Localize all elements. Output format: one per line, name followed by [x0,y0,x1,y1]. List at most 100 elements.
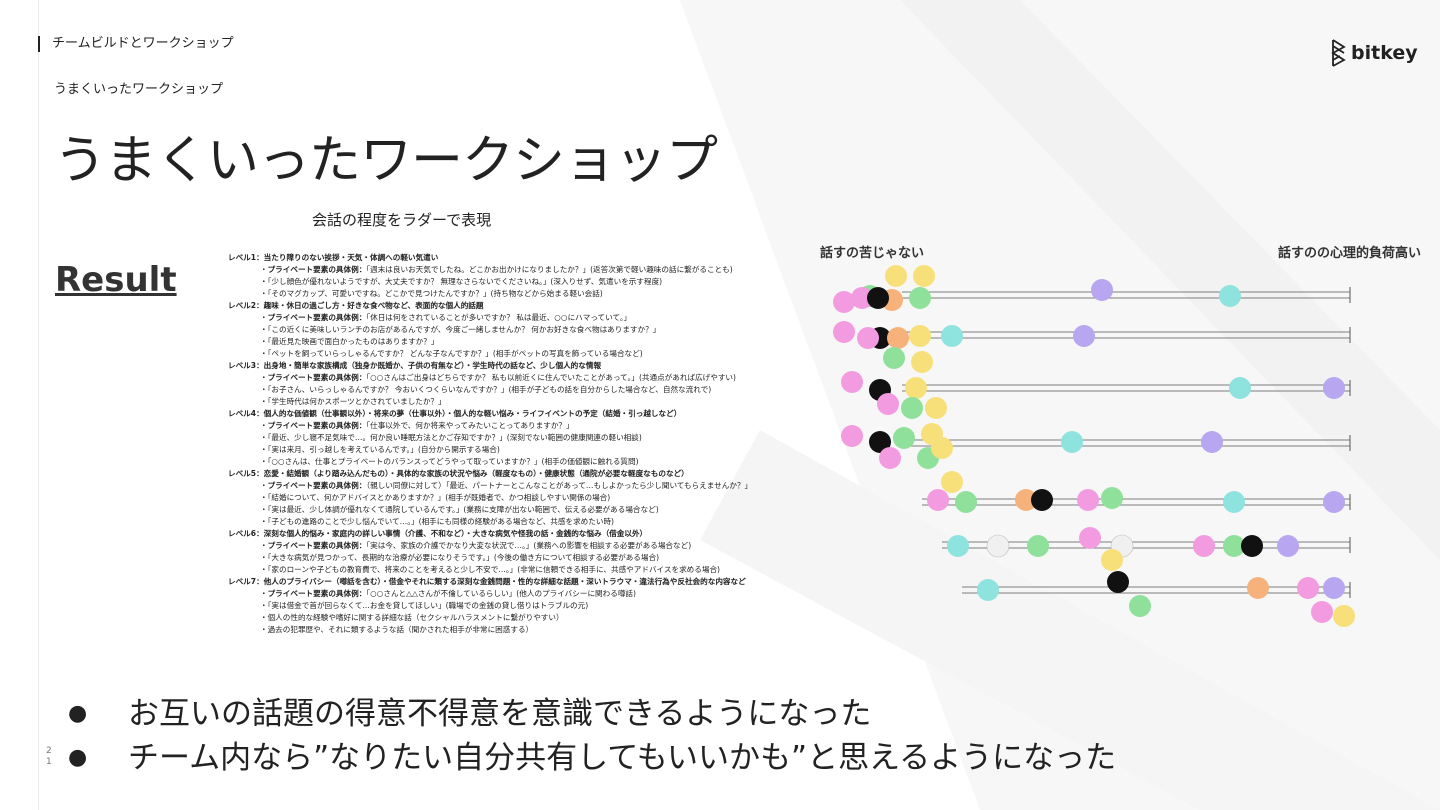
sticky-note-dot [877,393,899,415]
conversation-levels-list: レベル1：当たり障りのない挨拶・天気・体調への軽い気遣いプライベート要素の具体例… [228,252,818,636]
sticky-note-dot [911,351,933,373]
sticky-note-dot [1277,535,1299,557]
level-item: 「この近くに美味しいランチのお店があるんですが、今度ご一緒しませんか？ 何かお好… [228,324,818,336]
ladder-left-heading: 話すの苦じゃない [820,246,925,261]
level-item: 「○○さんは、仕事とプライベートのバランスってどうやって取っていますか？」(相手… [228,456,818,468]
level-item: 「お子さん、いらっしゃるんですか？ 今おいくつくらいなんですか？」(相手が子ども… [228,384,818,396]
level-item: 「実は最近、少し体調が優れなくて通院しているんです。」(業務に支障が出ない範囲で… [228,504,818,516]
figure-caption: 会話の程度をラダーで表現 [312,211,492,229]
bullet-dot-icon: ● [68,745,88,770]
sticky-note-dot [851,287,873,309]
level-title: レベル2：趣味・休日の過ごし方・好きな食べ物など、表面的な個人的話題 [228,301,484,310]
sticky-note-dot [1223,491,1245,513]
page-number-digit: 2 [46,746,52,756]
sticky-note-dot [925,397,947,419]
bullet-dot-icon: ● [68,701,88,726]
level-example: プライベート要素の具体例：「休日は何をされていることが多いですか？ 私は最近、○… [228,312,818,324]
level-example: プライベート要素の具体例：「実は今、家族の介護でかなり大変な状況で…。」(業務へ… [228,540,818,552]
sticky-note-dot [833,291,855,313]
page-title: うまくいったワークショップ [54,131,718,191]
level-example: プライベート要素の具体例：「仕事以外で、何か将来やってみたいことってありますか？… [228,420,818,432]
sticky-note-dot [1323,491,1345,513]
sticky-note-dot [1323,377,1345,399]
sticky-note-dot [1091,279,1113,301]
sticky-note-dot [955,491,977,513]
level-title: レベル5：恋愛・結婚観（より踏み込んだもの）・具体的な家族の状況や悩み（軽度なも… [228,469,689,478]
sticky-note-dot [1297,577,1319,599]
level-title: レベル7：他人のプライバシー（噂話を含む）・借金やそれに類する深刻な金銭問題・性… [228,577,746,586]
bullet-item: ● チーム内なら”なりたい自分共有してもいいかも”と思えるようになった [68,736,1116,780]
level-title: レベル3：出身地・簡単な家族構成（独身か既婚か、子供の有無など）・学生時代の話な… [228,361,602,370]
sticky-note-dot [887,327,909,349]
sticky-note-dot [909,325,931,347]
sticky-note-dot [941,325,963,347]
sticky-note-dot [931,437,953,459]
sticky-note-dot [1333,605,1355,627]
sticky-note-dot [1193,535,1215,557]
breadcrumb: チームビルドとワークショップ [38,36,234,52]
level-example: プライベート要素の具体例：（親しい同僚に対して）「最近、パートナーとこんなことが… [228,480,818,492]
level-item: 「子どもの進路のことで少し悩んでいて…。」(相手にも同様の経験がある場合など、共… [228,516,818,528]
sticky-note-dot [857,327,879,349]
level-item: 「最近見た映画で面白かったものはありますか？」 [228,336,818,348]
sticky-note-dot [1079,527,1101,549]
sticky-note-dot [1241,535,1263,557]
sticky-note-dot [1229,377,1251,399]
page-number-digit: 1 [46,757,52,767]
level-item: 「結婚について、何かアドバイスとかありますか？」(相手が既婚者で、かつ相談しやす… [228,492,818,504]
result-label: Result [55,260,177,300]
level-item: 過去の犯罪歴や、それに類するような話（聞かされた相手が非常に困惑する） [228,624,818,636]
sticky-note-dot [1061,431,1083,453]
level-title: レベル4：個人的な価値観（仕事観以外）・将来の夢（仕事以外）・個人的な軽い悩み・… [228,409,682,418]
sticky-note-dot [1073,325,1095,347]
level-example: プライベート要素の具体例：「週末は良いお天気でしたね。どこかお出かけになりました… [228,264,818,276]
sticky-note-dot [1101,549,1123,571]
level-item: 「そのマグカップ、可愛いですね。どこかで見つけたんですか？」(持ち物などから始ま… [228,288,818,300]
level-item: 「少し顔色が優れないようですが、大丈夫ですか？ 無理なさらないでくださいね。」(… [228,276,818,288]
sticky-note-dot [869,431,891,453]
page-number: 2 1 [46,746,52,768]
sticky-note-dot [913,265,935,287]
level-example: プライベート要素の具体例：「○○さんと△△さんが不倫しているらしい」(他人のプラ… [228,588,818,600]
sticky-note-dot [1129,595,1151,617]
logo-text: bitkey [1351,42,1418,64]
conversation-ladder: 話すの苦じゃない 話すのの心理的負荷高い [812,238,1440,648]
sticky-note-dot [1101,487,1123,509]
sticky-note-dot [867,287,889,309]
sticky-note-dot [1311,601,1333,623]
sticky-note-dot [1247,577,1269,599]
sticky-note-dot [977,579,999,601]
sticky-note-dot [1219,285,1241,307]
sticky-note-dot [941,471,963,493]
level-title: レベル1：当たり障りのない挨拶・天気・体調への軽い気遣い [228,253,439,262]
sticky-note-dot [841,425,863,447]
sticky-note-dot [879,447,901,469]
sticky-note-dot [893,427,915,449]
ladder-chart [833,265,1355,627]
level-item: 「実は借金で首が回らなくて…お金を貸してほしい」(職場での金銭の貸し借りはトラブ… [228,600,818,612]
level-title: レベル6：深刻な個人的悩み・家庭内の詳しい事情（介護、不和など）・大きな病気や怪… [228,529,648,538]
level-item: 「実は来月、引っ越しを考えているんです。」(自分から開示する場合) [228,444,818,456]
sticky-note-dot [901,397,923,419]
sticky-note-dot [905,377,927,399]
bullet-text: お互いの話題の得意不得意を意識できるようになった [128,696,872,732]
sticky-note-dot [947,535,969,557]
level-item: 個人の性的な経験や嗜好に関する詳細な話（セクシャルハラスメントに繋がりやすい） [228,612,818,624]
sticky-note-dot [909,287,931,309]
ladder-right-heading: 話すのの心理的負荷高い [1278,246,1422,261]
sticky-note-dot [883,347,905,369]
sticky-note-dot [841,371,863,393]
level-item: 「ペットを飼っていらっしゃるんですか？ どんな子なんですか？」(相手がペットの写… [228,348,818,360]
level-item: 「大きな病気が見つかって、長期的な治療が必要になりそうです。」(今後の働き方につ… [228,552,818,564]
bitkey-logo: bitkey [1330,38,1418,68]
result-bullets: ● お互いの話題の得意不得意を意識できるようになった ● チーム内なら”なりたい… [68,692,1116,780]
sticky-note-dot [927,489,949,511]
sticky-note-dot [885,265,907,287]
sticky-note-dot [1201,431,1223,453]
bullet-item: ● お互いの話題の得意不得意を意識できるようになった [68,692,1116,736]
bullet-text: チーム内なら”なりたい自分共有してもいいかも”と思えるようになった [128,740,1117,776]
level-example: プライベート要素の具体例：「○○さんはご出身はどちらですか？ 私も以前近くに住ん… [228,372,818,384]
sticky-note-dot [1015,489,1037,511]
bitkey-logo-icon [1331,39,1346,67]
